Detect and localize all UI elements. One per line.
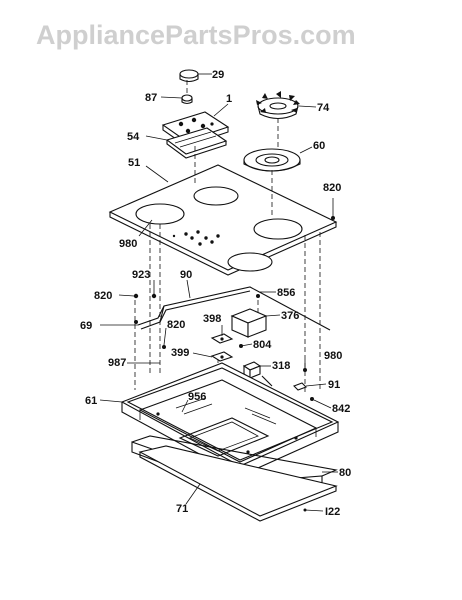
screws <box>133 216 335 414</box>
label-820-top: 820 <box>323 182 341 194</box>
label-60: 60 <box>313 140 325 152</box>
label-51: 51 <box>128 157 140 169</box>
label-820-mid: 820 <box>167 319 185 331</box>
label-987: 987 <box>108 357 126 369</box>
label-980-right: 980 <box>324 350 342 362</box>
label-804: 804 <box>253 339 272 351</box>
label-80: 80 <box>339 467 351 479</box>
label-856: 856 <box>277 287 295 299</box>
label-71: 71 <box>176 503 188 515</box>
label-90: 90 <box>180 269 192 281</box>
leader-lines <box>99 73 338 512</box>
label-69: 69 <box>80 320 92 332</box>
label-61: 61 <box>85 395 97 407</box>
switch-399 <box>210 351 234 362</box>
label-318: 318 <box>272 360 290 372</box>
label-91: 91 <box>328 379 340 391</box>
switch-398 <box>210 333 234 344</box>
label-122: I22 <box>325 506 340 518</box>
label-956: 956 <box>188 391 206 403</box>
label-29: 29 <box>212 69 224 81</box>
label-1: 1 <box>226 93 232 105</box>
burner-ring-60 <box>243 148 301 172</box>
spark-module-376 <box>230 308 268 338</box>
label-820-left: 820 <box>94 290 112 302</box>
label-54: 54 <box>127 131 140 143</box>
label-399: 399 <box>171 347 189 359</box>
knob-29 <box>179 69 199 83</box>
burner-head-74 <box>256 91 300 120</box>
label-87: 87 <box>145 92 157 104</box>
cooktop-top-51 <box>108 164 338 276</box>
label-74: 74 <box>317 102 330 114</box>
label-842: 842 <box>332 403 350 415</box>
manifold-90 <box>137 286 331 331</box>
label-980-top: 980 <box>119 238 137 250</box>
burner-base-54 <box>165 127 228 159</box>
clip-91 <box>293 382 307 391</box>
shaft-87 <box>181 94 193 105</box>
label-923: 923 <box>132 269 150 281</box>
part-labels: 29 87 1 74 54 60 51 820 980 923 90 820 8… <box>80 69 351 518</box>
watermark: AppliancePartsPros.com <box>36 20 356 50</box>
bottom-plate-71 <box>138 445 338 522</box>
label-398: 398 <box>203 313 221 325</box>
label-376: 376 <box>281 310 299 322</box>
